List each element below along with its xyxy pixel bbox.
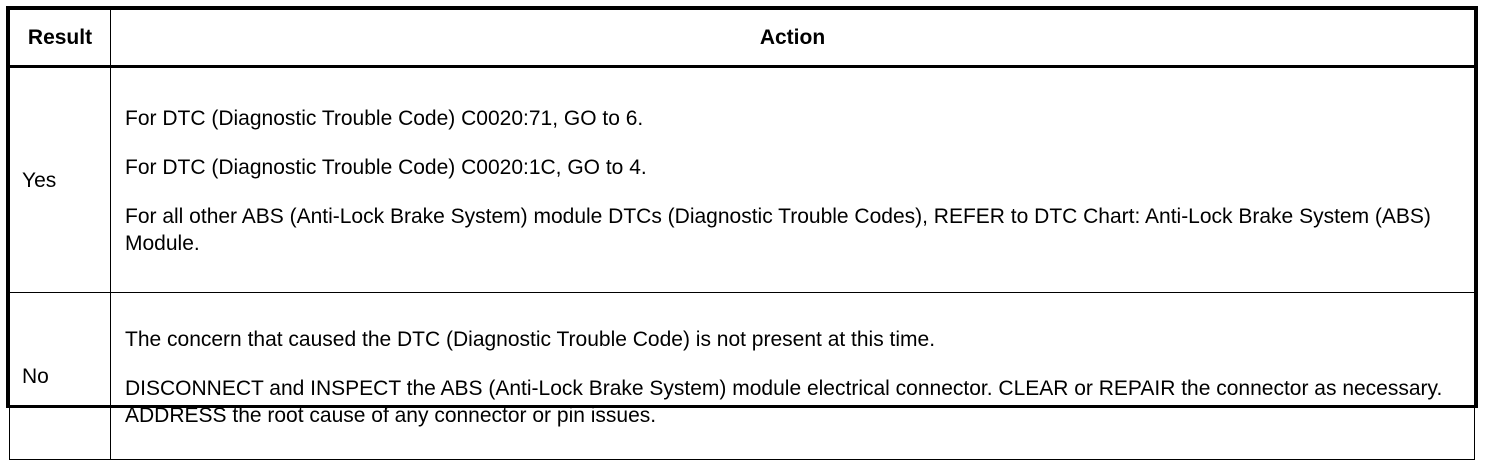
result-action-table: Result Action Yes For DTC (Diagnostic Tr… <box>9 9 1475 460</box>
result-cell-no: No <box>9 292 111 460</box>
action-text: For DTC (Diagnostic Trouble Code) C0020:… <box>125 107 644 130</box>
table-header-row: Result Action <box>9 9 1475 68</box>
header-result: Result <box>9 9 111 68</box>
action-text: DISCONNECT and INSPECT the ABS (Anti-Loc… <box>125 376 1443 427</box>
table-row-no: No The concern that caused the DTC (Diag… <box>9 292 1475 460</box>
result-cell-yes: Yes <box>9 66 111 293</box>
result-action-table-container: Result Action Yes For DTC (Diagnostic Tr… <box>6 6 1478 460</box>
action-cell-no: The concern that caused the DTC (Diagnos… <box>110 292 1475 460</box>
action-text: The concern that caused the DTC (Diagnos… <box>125 327 936 351</box>
action-text: For DTC (Diagnostic Trouble Code) C0020:… <box>125 156 647 179</box>
action-text: For all other ABS (Anti-Lock Brake Syste… <box>125 205 1431 255</box>
table-row-yes: Yes For DTC (Diagnostic Trouble Code) C0… <box>9 66 1475 293</box>
header-action: Action <box>110 9 1475 68</box>
action-cell-yes: For DTC (Diagnostic Trouble Code) C0020:… <box>110 66 1475 293</box>
